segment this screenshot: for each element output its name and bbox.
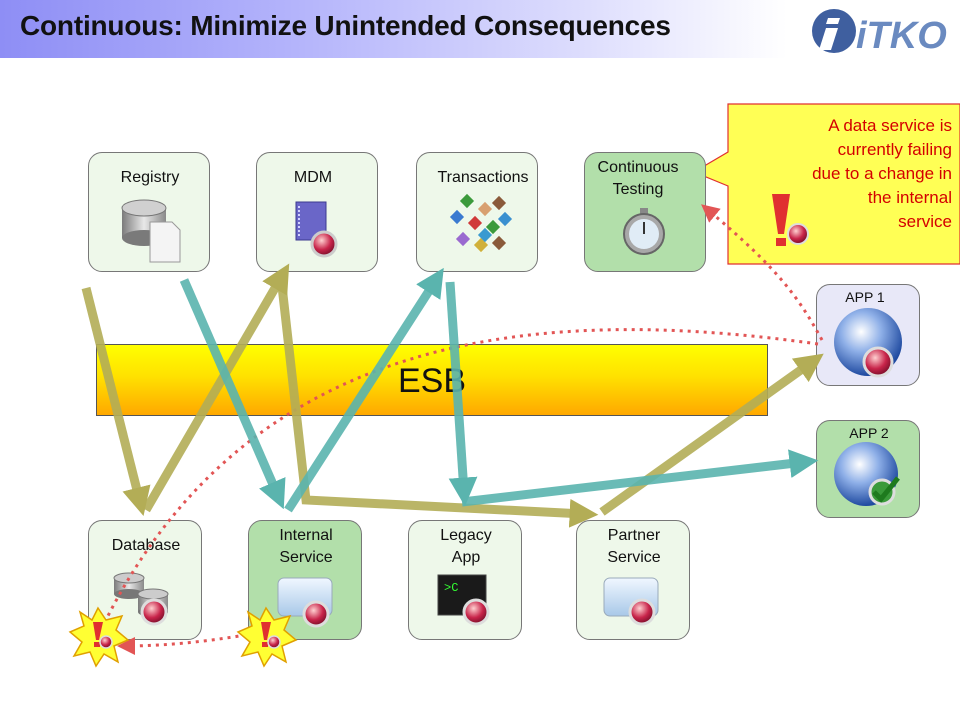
app2-globe-icon — [834, 442, 900, 506]
transactions-node: Transactions — [416, 152, 538, 272]
title-bar — [0, 0, 960, 58]
callout-line: due to a change in — [812, 164, 952, 183]
database-label: Database — [111, 537, 181, 554]
partner-service-line: Service — [607, 549, 661, 566]
internal-service-line: Internal — [279, 527, 333, 544]
continuous-testing-label: Continuous Testing — [585, 157, 691, 201]
app1-globe-icon — [834, 308, 902, 378]
flow-internal-to-transactions — [284, 267, 444, 513]
callout-line: service — [898, 212, 952, 231]
alert-exclamation-icon — [772, 194, 809, 246]
teal-flow-arrows — [179, 267, 819, 513]
partner-service-screen-icon — [603, 577, 659, 626]
transactions-label: Transactions — [437, 169, 529, 186]
flow-registry-to-internal — [179, 278, 286, 510]
terminal-prompt: >C — [444, 581, 458, 595]
database-cylinders-icon — [113, 572, 169, 626]
page-title: Continuous: Minimize Unintended Conseque… — [20, 10, 671, 41]
legacy-app-label: Legacy App — [409, 525, 523, 569]
internal-service-alert-starburst-icon — [236, 606, 298, 668]
callout-line: A data service is — [828, 116, 952, 135]
internal-service-line: Service — [279, 549, 333, 566]
flow-transactions-to-legacy — [445, 281, 478, 507]
failure-path-app1-to-database — [98, 328, 819, 633]
flow-database-to-mdm — [142, 263, 290, 513]
flow-mdm-to-partner — [277, 285, 599, 528]
flow-registry-to-database — [81, 286, 151, 516]
registry-database-icon — [121, 199, 181, 263]
app2-label: APP 2 — [849, 425, 889, 441]
itko-logo: iTKO — [812, 9, 947, 57]
callout-text: A data service is currently failing due … — [760, 114, 952, 234]
legacy-app-line: Legacy — [440, 527, 492, 544]
continuous-testing-line: Testing — [612, 181, 664, 198]
failure-path-service-to-database — [117, 630, 263, 655]
callout-line: the internal — [867, 188, 952, 207]
stopwatch-icon — [623, 208, 665, 255]
partner-service-line: Partner — [607, 527, 661, 544]
legacy-app-line: App — [451, 549, 481, 566]
olive-flow-arrows — [81, 263, 824, 528]
app1-label: APP 1 — [845, 289, 885, 305]
flow-legacy-to-app2 — [461, 449, 819, 507]
partner-service-label: Partner Service — [577, 525, 691, 569]
continuous-testing-line: Continuous — [597, 159, 679, 176]
mdm-label: MDM — [293, 169, 333, 186]
database-alert-starburst-icon — [68, 606, 130, 668]
legacy-terminal-icon: >C — [437, 574, 490, 626]
transactions-network-icon — [449, 193, 513, 253]
internal-service-label: Internal Service — [249, 525, 363, 569]
callout-line: currently failing — [837, 140, 952, 159]
logo-text: iTKO — [856, 15, 947, 57]
internal-service-screen-icon — [277, 577, 333, 628]
mdm-book-icon — [295, 201, 338, 258]
registry-label: Registry — [120, 169, 180, 186]
flow-partner-to-app1 — [599, 353, 824, 516]
